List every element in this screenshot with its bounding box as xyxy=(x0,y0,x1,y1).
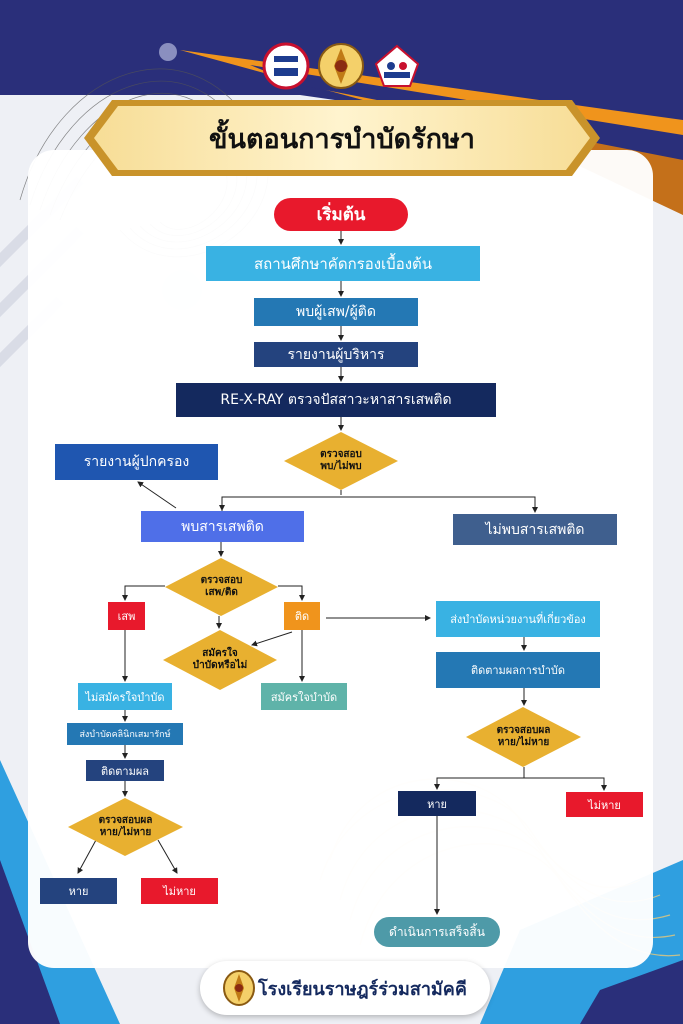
node-not-found-drug: ไม่พบสารเสพติด xyxy=(453,514,617,545)
node-not-cured-right: ไม่หาย xyxy=(566,792,643,817)
node-follow-treatment: ติดตามผลการบำบัด xyxy=(436,652,600,688)
node-screening: สถานศึกษาคัดกรองเบื้องต้น xyxy=(206,246,480,281)
decision-found-label: ตรวจสอบ พบ/ไม่พบ xyxy=(320,448,362,473)
node-voluntary: สมัครใจบำบัด xyxy=(261,683,347,710)
node-found-user: พบผู้เสพ/ผู้ติด xyxy=(254,298,418,326)
school-emblem-icon xyxy=(223,970,255,1006)
school-name: โรงเรียนราษฎร์ร่วมสามัคคี xyxy=(258,978,467,1000)
node-user: เสพ xyxy=(108,602,145,630)
node-not-cured-left: ไม่หาย xyxy=(141,878,218,904)
logo-row xyxy=(262,40,422,92)
node-found-drug: พบสารเสพติด xyxy=(141,511,304,542)
decision-use-addict-label: ตรวจสอบ เสพ/ติด xyxy=(200,574,243,599)
title-banner-shape xyxy=(84,100,600,176)
decision-result-right: ตรวจสอบผล หาย/ไม่หาย xyxy=(466,707,581,767)
page-title: ขั้นตอนการบำบัดรักษา xyxy=(209,123,475,155)
decision-voluntary-label: สมัครใจ บำบัดหรือไม่ xyxy=(192,647,248,672)
node-cured-left: หาย xyxy=(40,878,117,904)
decision-result-left: ตรวจสอบผล หาย/ไม่หาย xyxy=(68,798,183,856)
node-rexray: RE-X-RAY ตรวจปัสสาวะหาสารเสพติด xyxy=(176,383,496,417)
node-follow-up: ติดตามผล xyxy=(86,760,164,781)
decision-found: ตรวจสอบ พบ/ไม่พบ xyxy=(284,432,398,490)
node-report-admin: รายงานผู้บริหาร xyxy=(254,342,418,367)
node-not-voluntary: ไม่สมัครใจบำบัด xyxy=(78,683,172,710)
node-refer-agency: ส่งบำบัดหน่วยงานที่เกี่ยวข้อง xyxy=(436,601,600,637)
decision-use-addict: ตรวจสอบ เสพ/ติด xyxy=(165,558,278,616)
seal-icon xyxy=(262,42,420,90)
decision-voluntary: สมัครใจ บำบัดหรือไม่ xyxy=(163,630,277,690)
node-completed: ดำเนินการเสร็จสิ้น xyxy=(374,917,500,947)
node-refer-clinic: ส่งบำบัดคลินิกเสมารักษ์ xyxy=(67,723,183,745)
node-start: เริ่มต้น xyxy=(274,198,408,231)
decision-result-left-label: ตรวจสอบผล หาย/ไม่หาย xyxy=(98,814,153,839)
node-report-parent: รายงานผู้ปกครอง xyxy=(55,444,218,480)
node-addict: ติด xyxy=(284,602,320,630)
decision-result-right-label: ตรวจสอบผล หาย/ไม่หาย xyxy=(496,724,551,749)
node-cured-right: หาย xyxy=(398,791,476,816)
